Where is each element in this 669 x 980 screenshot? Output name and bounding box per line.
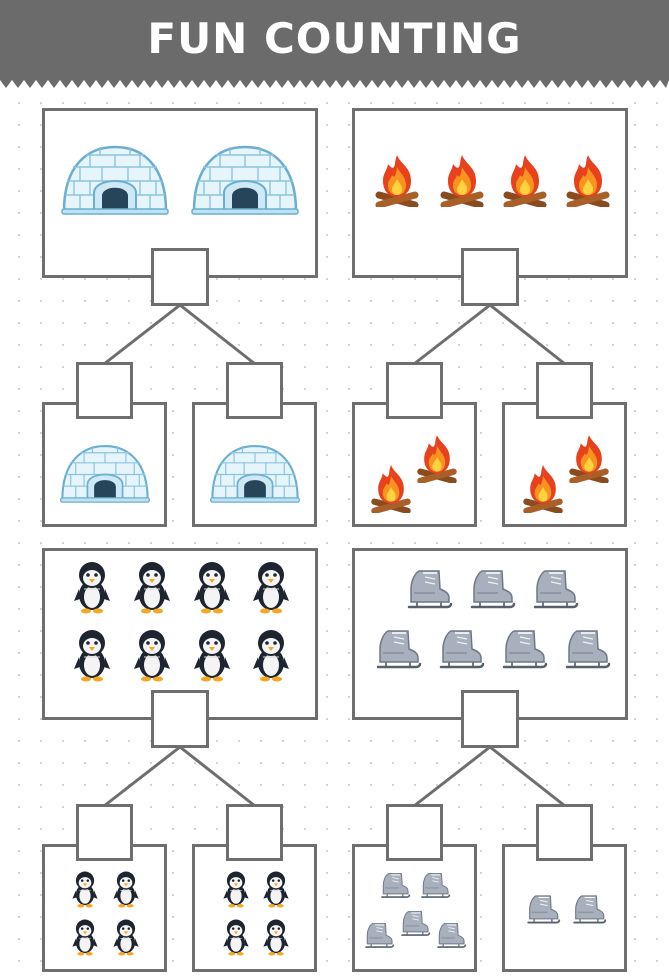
penguin-icon <box>72 559 112 619</box>
answer-square-penguin-total[interactable] <box>151 690 209 748</box>
campfire-icon <box>564 151 612 211</box>
answer-square-igloo-left[interactable] <box>76 362 133 419</box>
part-box-ice-skate-right <box>502 844 627 972</box>
ice-skate-icon <box>379 871 411 905</box>
penguin-icon <box>192 559 232 619</box>
campfire-icon <box>369 461 413 517</box>
answer-square-penguin-left[interactable] <box>76 804 133 861</box>
campfire-icon <box>415 431 459 487</box>
answer-square-ice-skate-total[interactable] <box>461 690 519 748</box>
penguin-icon <box>251 559 291 619</box>
penguin-icon <box>71 917 99 961</box>
ice-skate-icon <box>437 627 485 677</box>
penguin-icon <box>262 917 290 961</box>
answer-square-campfire-total[interactable] <box>461 248 519 306</box>
part-box-campfire-left <box>352 402 477 527</box>
penguin-icon <box>222 917 250 961</box>
ice-skate-icon <box>468 567 516 617</box>
campfire-icon <box>373 151 421 211</box>
answer-square-penguin-right[interactable] <box>226 804 283 861</box>
page-title: FUN COUNTING <box>147 14 522 63</box>
ice-skate-icon <box>435 921 467 955</box>
ice-skate-icon <box>525 893 561 931</box>
answer-square-ice-skate-left[interactable] <box>386 804 443 861</box>
penguin-icon <box>132 559 172 619</box>
total-box-igloo <box>42 108 318 278</box>
ice-skate-icon <box>531 567 579 617</box>
igloo-icon <box>190 141 300 219</box>
campfire-icon <box>521 461 565 517</box>
penguin-icon <box>262 869 290 913</box>
ice-skate-icon <box>563 627 611 677</box>
penguin-icon <box>72 627 112 687</box>
header-zigzag-edge <box>0 79 669 88</box>
ice-skate-icon <box>399 909 431 943</box>
penguin-icon <box>192 627 232 687</box>
answer-square-igloo-right[interactable] <box>226 362 283 419</box>
penguin-icon <box>112 869 140 913</box>
penguin-icon <box>251 627 291 687</box>
answer-square-campfire-left[interactable] <box>386 362 443 419</box>
part-box-igloo-left <box>42 402 167 527</box>
part-box-penguin-left <box>42 844 167 972</box>
igloo-icon <box>59 441 151 507</box>
ice-skate-icon <box>571 893 607 931</box>
header-bar: FUN COUNTING <box>0 0 669 80</box>
igloo-icon <box>60 141 170 219</box>
part-box-penguin-right <box>192 844 317 972</box>
answer-square-ice-skate-right[interactable] <box>536 804 593 861</box>
penguin-icon <box>132 627 172 687</box>
part-box-campfire-right <box>502 402 627 527</box>
ice-skate-icon <box>500 627 548 677</box>
answer-square-igloo-total[interactable] <box>151 248 209 306</box>
penguin-icon <box>71 869 99 913</box>
igloo-icon <box>209 441 301 507</box>
ice-skate-icon <box>374 627 422 677</box>
answer-square-campfire-right[interactable] <box>536 362 593 419</box>
part-box-igloo-right <box>192 402 317 527</box>
campfire-icon <box>567 431 611 487</box>
penguin-icon <box>112 917 140 961</box>
ice-skate-icon <box>419 871 451 905</box>
campfire-icon <box>438 151 486 211</box>
campfire-icon <box>501 151 549 211</box>
ice-skate-icon <box>405 567 453 617</box>
ice-skate-icon <box>363 921 395 955</box>
penguin-icon <box>222 869 250 913</box>
part-box-ice-skate-left <box>352 844 477 972</box>
